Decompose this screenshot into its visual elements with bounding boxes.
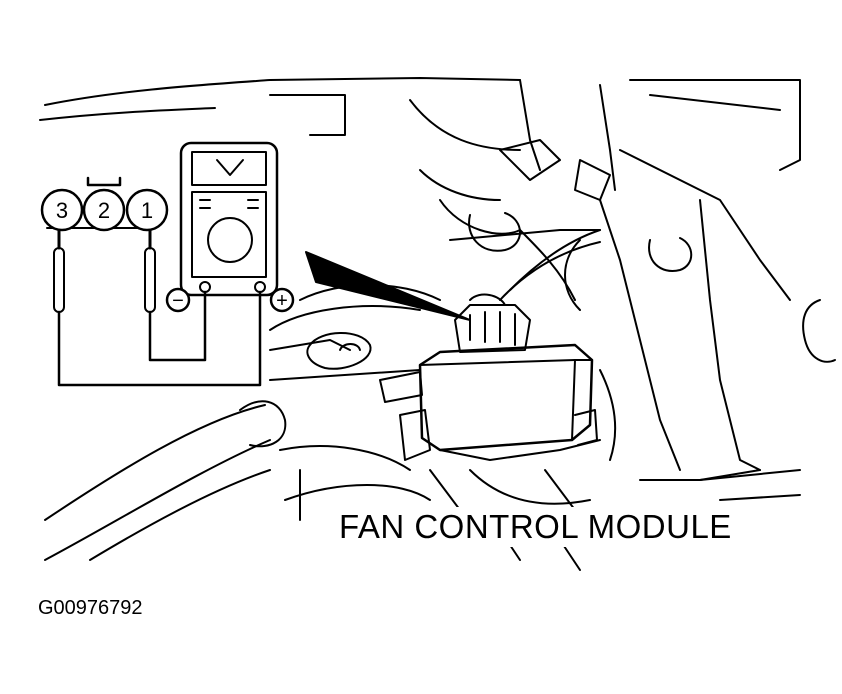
terminal-1 (125, 188, 169, 232)
connector-terminals: 3 2 1 (40, 188, 169, 232)
harness-wire (499, 229, 601, 301)
figure-id: G00976792 (38, 597, 143, 619)
terminal-label-2: 2 (98, 198, 110, 223)
positive-jack-symbol: + (276, 290, 288, 312)
pointer-arrow-icon (305, 251, 471, 321)
multimeter-icon (179, 141, 279, 297)
engine-bay-background (39, 77, 836, 571)
test-leads (53, 228, 262, 387)
multimeter-jacks: − + (165, 287, 295, 313)
fan-control-module-label: FAN CONTROL MODULE (335, 507, 736, 547)
fan-control-module (379, 304, 598, 461)
terminal-3 (40, 188, 84, 232)
terminal-2 (82, 188, 126, 232)
terminal-label-1: 1 (141, 198, 153, 223)
negative-jack-symbol: − (172, 290, 184, 312)
terminal-label-3: 3 (56, 198, 68, 223)
